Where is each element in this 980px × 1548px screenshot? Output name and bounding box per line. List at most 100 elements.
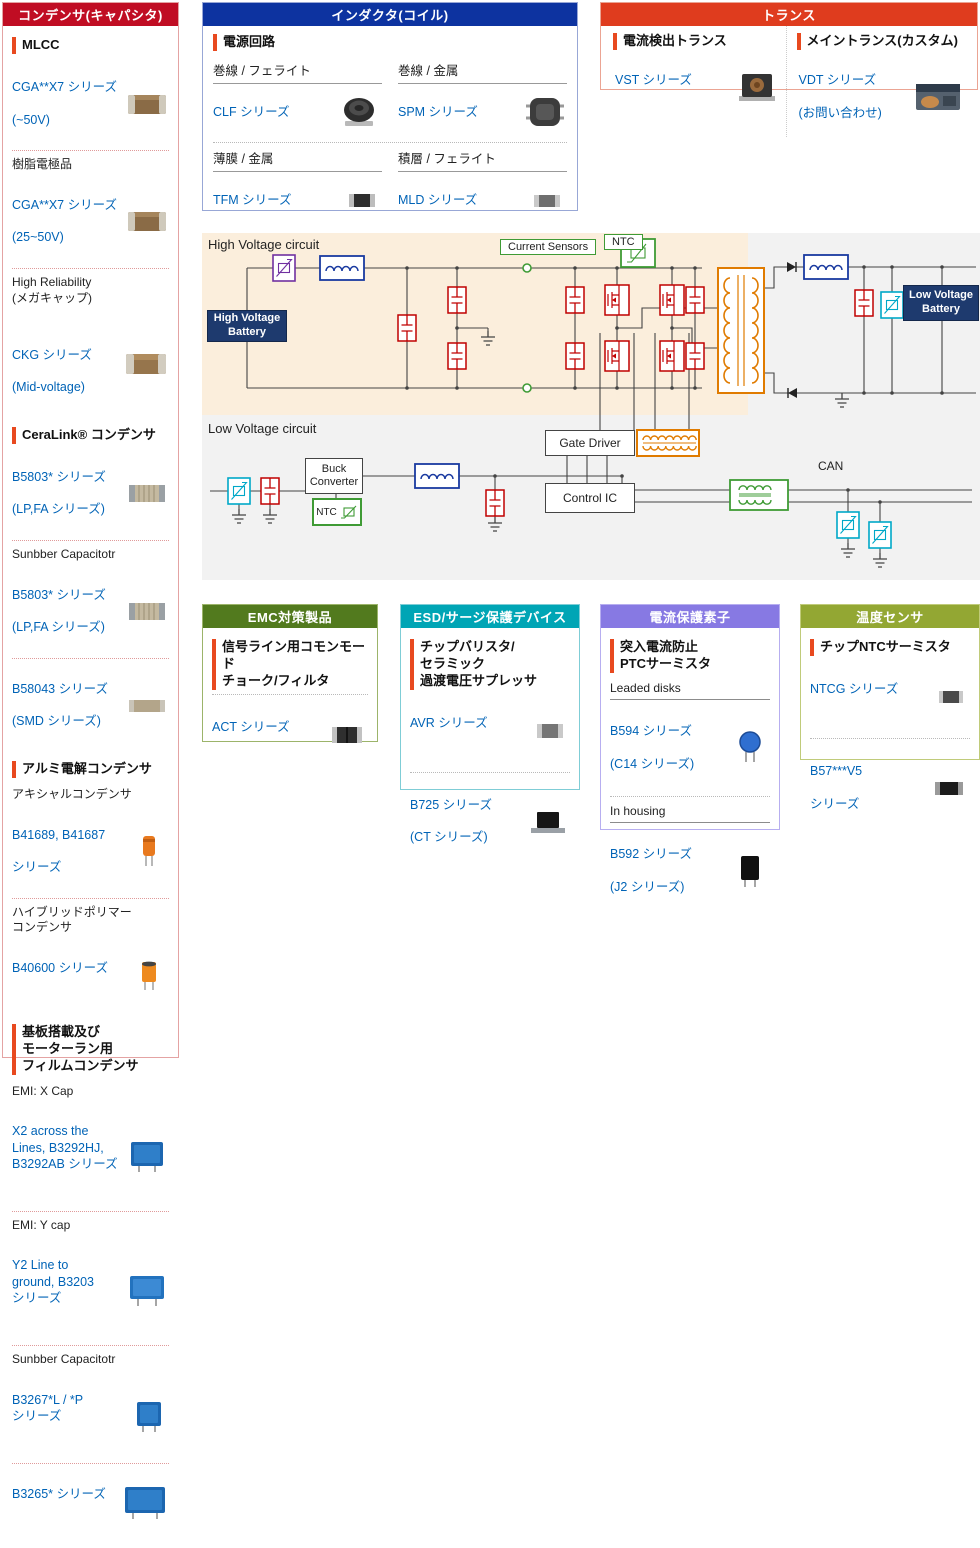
- current-sensor-symbol: [522, 383, 532, 393]
- category-label: Sunbber Capacitotr: [12, 546, 116, 561]
- ntc-bottom-box: NTC: [312, 498, 362, 526]
- product-link-tfm[interactable]: TFM シリーズ: [213, 192, 292, 207]
- capacitor-section-ceralink: CeraLink® コンデンサ B5803* シリーズ (LP,FA シリーズ)…: [12, 426, 169, 751]
- product-item: NTCG シリーズ: [810, 660, 970, 735]
- b3203-product-image: [130, 1275, 164, 1306]
- varistor-symbol: [836, 511, 860, 539]
- mosfet-symbol: [659, 340, 685, 372]
- buck-converter-box: Buck Converter: [305, 458, 363, 494]
- divider: [212, 693, 368, 695]
- product-link-ckg[interactable]: CKG シリーズ (Mid-voltage): [12, 347, 92, 395]
- circuit-svg: [202, 233, 980, 580]
- b592-product-image: [741, 855, 759, 887]
- product-link-b594[interactable]: B594 シリーズ (C14 シリーズ): [610, 724, 695, 771]
- current-sensor-symbol: [522, 263, 532, 273]
- section-heading: 突入電流防止 PTCサーミスタ: [610, 639, 770, 673]
- mosfet-symbol: [604, 284, 630, 316]
- product-link-y2-b3203[interactable]: Y2 Line to ground, B3203 シリーズ: [12, 1258, 95, 1305]
- capacitor-section-film: 基板搭載及び モーターラン用 フィルムコンデンサ EMI: X Cap X2 a…: [12, 1023, 169, 1540]
- inductor-symbol: [803, 254, 849, 280]
- product-item: B594 シリーズ (C14 シリーズ): [610, 702, 770, 793]
- product-link-b3267[interactable]: B3267*L / *P シリーズ: [12, 1392, 84, 1423]
- temp-sensor-panel: 温度センサ チップNTCサーミスタ NTCG シリーズ B57***V5 シリー…: [800, 604, 980, 811]
- section-heading: 信号ライン用コモンモード チョーク/フィルタ: [212, 639, 368, 690]
- product-link-b592[interactable]: B592 シリーズ (J2 シリーズ): [610, 847, 693, 894]
- product-link-x2-b3292[interactable]: X2 across the Lines, B3292HJ, B3292AB シリ…: [12, 1124, 118, 1171]
- product-link-b5803-1[interactable]: B5803* シリーズ (LP,FA シリーズ): [12, 469, 106, 517]
- inductor-symbol: [319, 255, 365, 281]
- product-item: ACT シリーズ: [212, 698, 368, 773]
- current-protection-panel: 電流保護素子 突入電流防止 PTCサーミスタ Leaded disks B594…: [600, 604, 780, 894]
- product-link-b40600[interactable]: B40600 シリーズ: [12, 961, 108, 976]
- product-link-act[interactable]: ACT シリーズ: [212, 719, 290, 734]
- product-link-cga-x7-50v[interactable]: CGA**X7 シリーズ (~50V): [12, 80, 117, 127]
- product-link-cga-x7-25-50v[interactable]: CGA**X7 シリーズ (25~50V): [12, 197, 117, 245]
- b41689-product-image: [143, 836, 155, 867]
- category-label: High Reliability (メガキャップ): [12, 274, 92, 305]
- capacitor-panel-header: コンデンサ(キャパシタ): [3, 3, 178, 26]
- transformer-column-current-sense: 電流検出トランス VST シリーズ: [609, 26, 786, 137]
- product-link-vst[interactable]: VST シリーズ: [615, 73, 692, 88]
- page: コンデンサ(キャパシタ) MLCC CGA**X7 シリーズ (~50V) 樹脂…: [2, 2, 980, 1520]
- capacitor-section-mlcc: MLCC CGA**X7 シリーズ (~50V) 樹脂電極品 CGA**X7 シ…: [12, 37, 169, 417]
- circuit-diagram: High Voltage circuit Low Voltage circuit…: [202, 233, 980, 580]
- section-heading: チップNTCサーミスタ: [810, 639, 970, 656]
- lv-circuit-title: Low Voltage circuit: [208, 421, 317, 436]
- capacitor-symbol: [447, 286, 467, 314]
- product-link-ntcg[interactable]: NTCG シリーズ: [810, 682, 899, 697]
- product-item: B58043 シリーズ (SMD シリーズ): [12, 660, 169, 751]
- product-link-b3265[interactable]: B3265* シリーズ: [12, 1486, 106, 1501]
- gate-transformer-symbol: [636, 429, 700, 457]
- clf-product-image: [344, 97, 374, 126]
- mosfet-symbol: [659, 284, 685, 316]
- capacitor-symbol: [447, 342, 467, 370]
- category-label: 巻線 / 金属: [398, 55, 567, 84]
- junction-dots: [405, 265, 944, 504]
- capacitor-panel: コンデンサ(キャパシタ) MLCC CGA**X7 シリーズ (~50V) 樹脂…: [2, 2, 179, 1520]
- spm-product-image: [526, 97, 564, 126]
- inductor-grid: 巻線 / フェライト 巻線 / 金属 CLF シリーズ SPM シリーズ 薄膜 …: [203, 53, 577, 227]
- common-mode-choke-symbol: [729, 479, 789, 511]
- current-protection-panel-header: 電流保護素子: [601, 605, 779, 628]
- divider: [610, 796, 770, 798]
- product-item: B57***V5 シリーズ: [810, 742, 970, 833]
- product-link-b58043[interactable]: B58043 シリーズ (SMD シリーズ): [12, 681, 108, 729]
- product-link-spm[interactable]: SPM シリーズ: [398, 104, 478, 119]
- product-link-b41689[interactable]: B41689, B41687 シリーズ: [12, 827, 106, 875]
- b3267-product-image: [137, 1401, 161, 1432]
- product-item: CGA**X7 シリーズ (~50V): [12, 58, 169, 149]
- b5803-product-image: [129, 485, 165, 503]
- b3265-product-image: [125, 1487, 165, 1520]
- category-label: Sunbber Capacitotr: [12, 1351, 116, 1366]
- b594-product-image: [739, 731, 761, 763]
- category-label: ハイブリッドポリマー コンデンサ: [12, 904, 132, 935]
- product-link-mld[interactable]: MLD シリーズ: [398, 192, 478, 207]
- ckg-product-image: [126, 353, 166, 374]
- divider: [12, 1344, 169, 1346]
- tfm-product-image: [349, 193, 375, 207]
- product-item: CGA**X7 シリーズ (25~50V): [12, 176, 169, 267]
- product-link-avr[interactable]: AVR シリーズ: [410, 715, 488, 730]
- product-link-b725[interactable]: B725 シリーズ (CT シリーズ): [410, 797, 493, 845]
- product-link-b57-v5[interactable]: B57***V5 シリーズ: [810, 764, 863, 811]
- section-heading: アルミ電解コンデンサ: [12, 760, 169, 778]
- product-link-clf[interactable]: CLF シリーズ: [213, 104, 290, 119]
- ntc-top-label: NTC: [604, 234, 643, 250]
- avr-product-image: [537, 724, 563, 739]
- section-heading: 基板搭載及び モーターラン用 フィルムコンデンサ: [12, 1023, 169, 1075]
- vdt-product-image: [916, 83, 960, 110]
- emc-panel-header: EMC対策製品: [203, 605, 377, 628]
- b5803-product-image: [129, 603, 165, 621]
- mosfet-symbol: [604, 340, 630, 372]
- divider: [12, 150, 169, 152]
- product-item: CKG シリーズ (Mid-voltage): [12, 309, 169, 417]
- product-item: X2 across the Lines, B3292HJ, B3292AB シリ…: [12, 1102, 169, 1210]
- product-item: B5803* シリーズ (LP,FA シリーズ): [12, 565, 169, 656]
- product-link-b5803-2[interactable]: B5803* シリーズ (LP,FA シリーズ): [12, 587, 106, 635]
- cga-x7-25-50v-product-image: [128, 212, 166, 232]
- temp-sensor-panel-header: 温度センサ: [801, 605, 979, 628]
- can-label: CAN: [818, 459, 844, 473]
- product-link-vdt[interactable]: VDT シリーズ (お問い合わせ): [798, 73, 882, 120]
- varistor-symbol: [227, 477, 251, 505]
- product-item: B3265* シリーズ: [12, 1465, 169, 1540]
